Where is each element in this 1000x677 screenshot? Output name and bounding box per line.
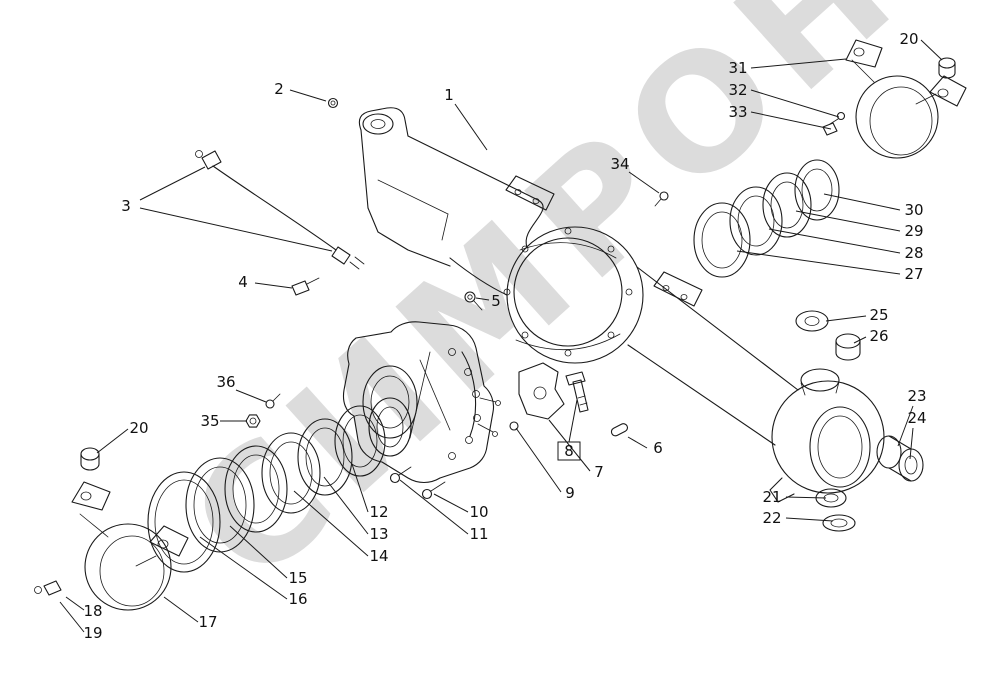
part-pin-small [509, 421, 519, 431]
callout-28: 28 [768, 228, 924, 262]
svg-text:2: 2 [274, 80, 284, 98]
part-washer-25 [795, 310, 829, 332]
svg-text:10: 10 [469, 503, 488, 521]
part-vent-tube [195, 150, 365, 270]
callout-4: 4 [238, 273, 293, 291]
part-fitting [291, 277, 320, 296]
callout-3: 3 [121, 166, 333, 252]
svg-text:26: 26 [869, 327, 888, 345]
callout-31: 31 [728, 58, 847, 77]
svg-text:33: 33 [728, 103, 747, 121]
callout-16: 16 [199, 536, 308, 608]
svg-text:6: 6 [653, 439, 663, 457]
callout-30: 30 [823, 193, 924, 219]
part-seal-ring-stack [147, 397, 412, 573]
callout-20-left: 20 [96, 419, 149, 454]
callout-12: 12 [351, 463, 389, 521]
svg-text:28: 28 [904, 244, 923, 262]
part-trunnion-support-left [71, 481, 189, 611]
svg-text:13: 13 [369, 525, 388, 543]
callout-6: 6 [627, 436, 663, 457]
svg-text:31: 31 [728, 59, 747, 77]
svg-text:11: 11 [469, 525, 488, 543]
svg-text:17: 17 [198, 613, 217, 631]
svg-text:22: 22 [762, 509, 781, 527]
callout-20-top-right: 20 [899, 30, 943, 61]
part-screw-34 [654, 191, 669, 207]
svg-text:20: 20 [899, 30, 918, 48]
callout-17: 17 [163, 596, 218, 631]
svg-text:14: 14 [369, 547, 388, 565]
svg-text:21: 21 [762, 488, 781, 506]
part-support-bracket [518, 362, 565, 420]
svg-text:1: 1 [444, 86, 454, 104]
svg-text:30: 30 [904, 201, 923, 219]
part-cap-left [80, 447, 100, 471]
callout-23: 23 [897, 387, 927, 447]
part-washer-22 [822, 514, 856, 532]
svg-text:15: 15 [288, 569, 307, 587]
callout-32: 32 [728, 81, 840, 118]
svg-text:3: 3 [121, 197, 131, 215]
part-plug-small [327, 97, 339, 109]
callout-14: 14 [293, 490, 389, 565]
callout-11: 11 [399, 479, 489, 543]
svg-text:19: 19 [83, 624, 102, 642]
callout-21: 21 [762, 488, 827, 506]
part-trunnion-support-right [845, 39, 967, 159]
callout-33: 33 [728, 103, 832, 130]
svg-text:4: 4 [238, 273, 248, 291]
part-grease-fitting-left [34, 580, 62, 596]
svg-text:27: 27 [904, 265, 923, 283]
part-gear-carrier [342, 321, 501, 484]
svg-text:35: 35 [200, 412, 219, 430]
svg-text:7: 7 [594, 463, 604, 481]
callout-2: 2 [274, 80, 327, 102]
svg-text:12: 12 [369, 503, 388, 521]
callout-1: 1 [444, 86, 488, 151]
svg-text:18: 18 [83, 602, 102, 620]
callout-13: 13 [323, 476, 389, 543]
callout-18: 18 [65, 596, 103, 620]
callout-8: 8 [557, 399, 581, 461]
callout-26: 26 [853, 327, 889, 345]
svg-text:29: 29 [904, 222, 923, 240]
part-pin [610, 423, 629, 437]
part-bolt-10 [421, 481, 446, 500]
part-seal-stack-top-right [693, 159, 840, 278]
callout-7: 7 [548, 419, 604, 481]
part-nipple-33 [822, 122, 838, 136]
callout-34: 34 [610, 155, 660, 194]
callout-22: 22 [762, 509, 834, 527]
svg-text:25: 25 [869, 306, 888, 324]
part-plug-36 [265, 393, 281, 409]
part-bolt-11 [389, 466, 412, 484]
callout-10: 10 [433, 493, 489, 521]
svg-text:24: 24 [907, 409, 926, 427]
callout-19: 19 [59, 601, 103, 642]
svg-text:36: 36 [216, 373, 235, 391]
svg-text:9: 9 [565, 484, 575, 502]
callout-35: 35 [200, 412, 247, 430]
svg-text:23: 23 [907, 387, 926, 405]
callout-5: 5 [475, 292, 501, 310]
callout-29: 29 [795, 210, 924, 240]
callout-24: 24 [907, 409, 927, 460]
callout-36: 36 [216, 373, 267, 403]
part-cap-top-right [938, 57, 956, 79]
svg-text:16: 16 [288, 590, 307, 608]
svg-text:8: 8 [564, 442, 574, 460]
callout-27: 27 [736, 250, 924, 283]
svg-text:32: 32 [728, 81, 747, 99]
callout-15: 15 [229, 525, 308, 587]
part-bolt-long [565, 371, 589, 413]
svg-text:5: 5 [491, 292, 501, 310]
callout-25: 25 [825, 306, 889, 324]
svg-text:34: 34 [610, 155, 629, 173]
svg-text:20: 20 [129, 419, 148, 437]
callout-9: 9 [515, 427, 575, 502]
part-stud-bolt [464, 291, 483, 311]
part-bushing-26 [835, 333, 861, 361]
